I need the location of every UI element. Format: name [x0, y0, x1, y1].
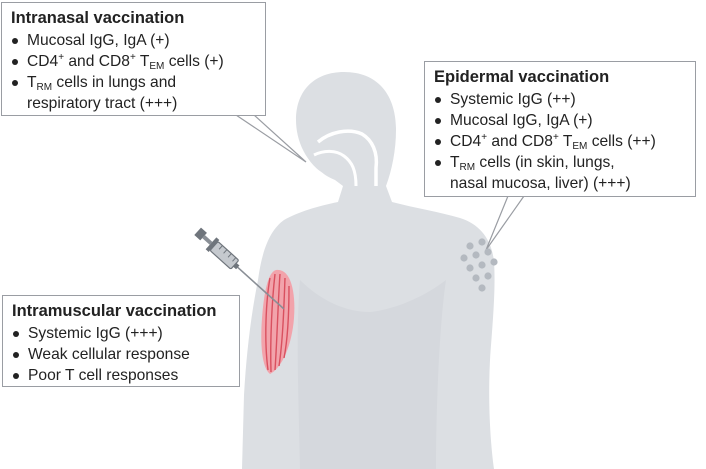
intranasal-title: Intranasal vaccination — [11, 9, 185, 27]
nasal-tract — [316, 129, 379, 186]
mouth-line — [311, 166, 332, 185]
syringe-icon — [194, 227, 285, 310]
list-item: Weak cellular response — [12, 344, 231, 365]
list-item: Mucosal IgG, IgA (+) — [11, 30, 257, 51]
oral-tract — [313, 149, 358, 187]
epidermal-list: Systemic IgG (++) Mucosal IgG, IgA (+) C… — [434, 89, 687, 194]
list-item: Systemic IgG (++) — [434, 89, 687, 110]
intranasal-list: Mucosal IgG, IgA (+) CD4+ and CD8+ TEM c… — [11, 30, 257, 114]
epidermal-callout: Epidermal vaccination Systemic IgG (++) … — [424, 61, 696, 197]
list-item: Poor T cell responses — [12, 365, 231, 386]
list-item: Systemic IgG (+++) — [12, 323, 231, 344]
human-silhouette-icon — [242, 72, 495, 469]
epidermal-pointer — [485, 195, 525, 251]
intranasal-pointer — [235, 114, 307, 163]
list-item: CD4+ and CD8+ TEM cells (++) — [434, 131, 687, 152]
epidermal-dots-icon — [460, 238, 498, 292]
torso-shape — [297, 280, 446, 469]
intramuscular-list: Systemic IgG (+++) Weak cellular respons… — [12, 323, 231, 386]
epidermal-title: Epidermal vaccination — [434, 68, 610, 86]
intramuscular-title: Intramuscular vaccination — [12, 302, 217, 320]
list-item: Mucosal IgG, IgA (+) — [434, 110, 687, 131]
list-item: CD4+ and CD8+ TEM cells (+) — [11, 51, 257, 72]
list-item: TRM cells (in skin, lungs,nasal mucosa, … — [434, 152, 687, 194]
intranasal-callout: Intranasal vaccination Mucosal IgG, IgA … — [1, 2, 266, 116]
intramuscular-callout: Intramuscular vaccination Systemic IgG (… — [2, 295, 240, 387]
